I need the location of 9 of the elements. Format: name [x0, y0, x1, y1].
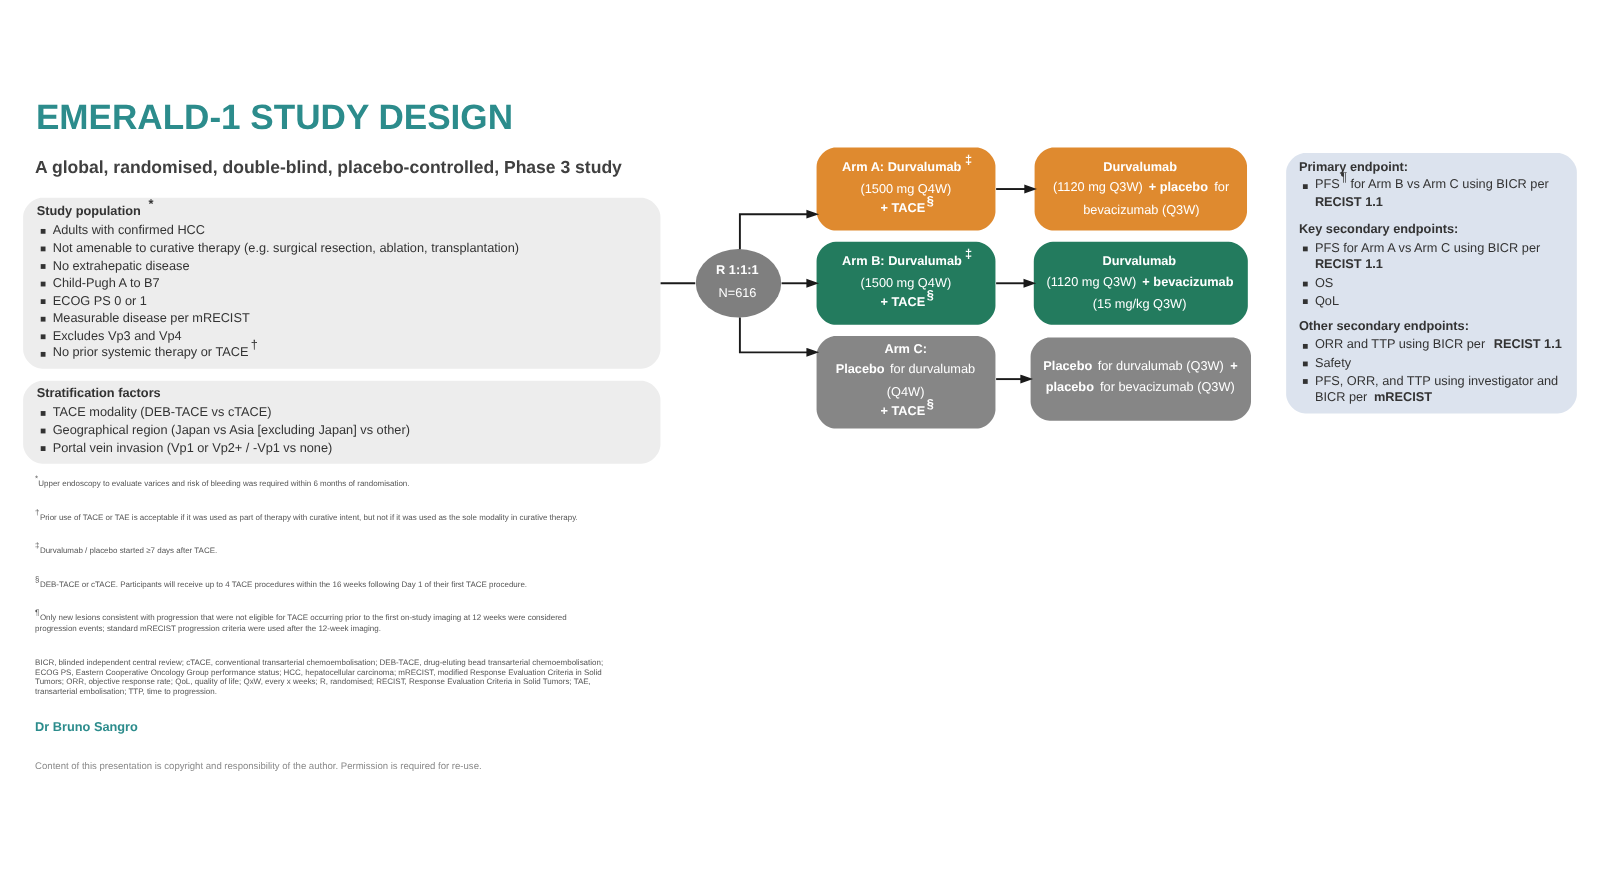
label: A global, randomised, double-blind, placebo-controlled, Phase 3 study [35, 155, 622, 176]
connector [659, 281, 697, 284]
arrow [995, 277, 1037, 287]
arrow [995, 183, 1037, 193]
arrow [738, 315, 820, 356]
arrow [738, 208, 820, 250]
arrow [995, 373, 1033, 383]
diagram-title: EMERALD-1 STUDY DESIGN [35, 96, 514, 137]
arrow [780, 277, 820, 287]
